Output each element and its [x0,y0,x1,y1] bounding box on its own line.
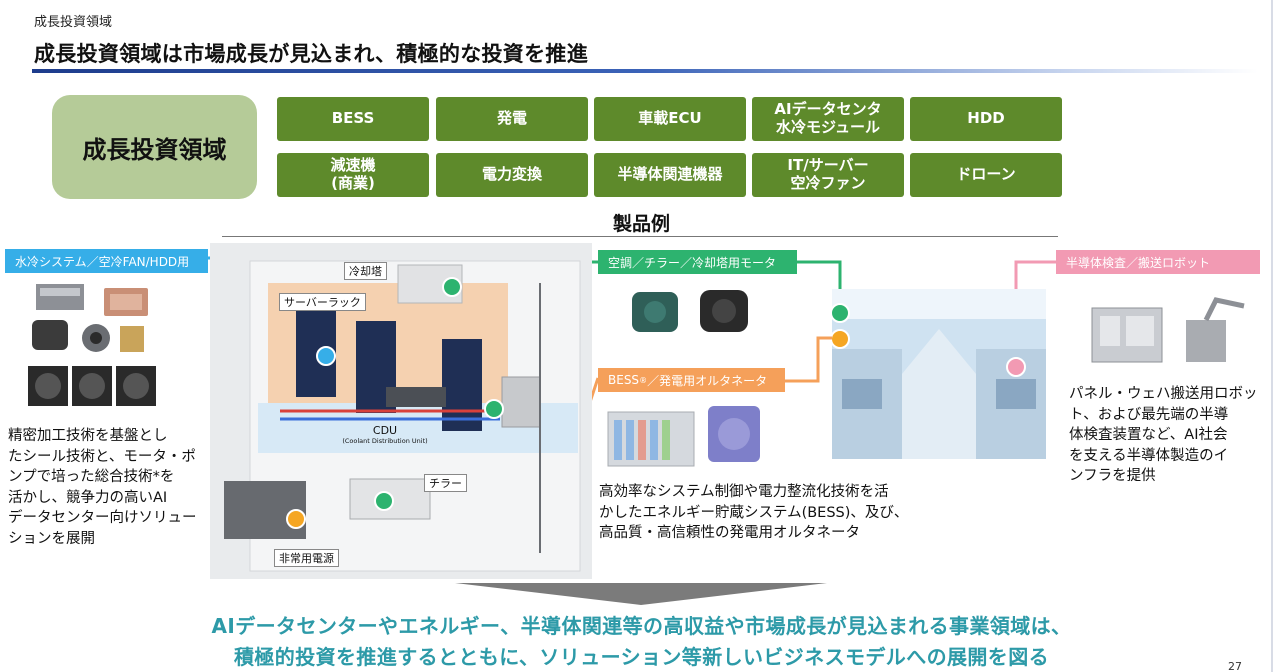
label-chiller: チラー [424,474,467,492]
tag-power-generation: 発電 [436,97,588,141]
category-bess-label: BESS [608,373,640,387]
left-description: 精密加工技術を基盤とし たシール技術と、モータ・ポ ンプで培った総合技術*を 活… [8,428,197,547]
registered-mark: ® [639,375,648,385]
category-water-cooling: 水冷システム／空冷FAN/HDD用 [5,249,208,273]
slide-edge-divider [1271,0,1273,672]
middle-description: 高効率なシステム制御や電力整流化技術を活 かしたエネルギー貯蔵システム(BESS… [599,484,909,542]
category-semiconductor-robot: 半導体検査／搬送ロボット [1056,250,1260,274]
down-arrow-icon [455,583,827,605]
tag-power-conversion: 電力変換 [436,153,588,197]
datacenter-diagram [210,243,592,579]
label-emergency-power: 非常用電源 [274,549,339,567]
bess-photo [607,406,760,467]
motor-photo [632,290,748,332]
tag-drone: ドローン [910,153,1062,197]
category-bess-alternator: BESS®／発電用オルタネータ [598,368,785,392]
label-cdu: CDU [372,424,398,437]
inspection-robot-photo [1091,297,1245,363]
tag-reducer: 減速機 (商業) [277,153,429,197]
breadcrumb: 成長投資領域 [34,15,113,30]
label-cdu-full: (Coolant Distribution Unit) [342,437,428,445]
examples-title: 製品例 [612,213,670,235]
page-number: 27 [1228,660,1242,672]
examples-divider [222,236,1058,237]
cooling-components-photo [28,284,156,406]
tag-ai-datacenter-water-cooling: AIデータセンタ 水冷モジュール [752,97,904,141]
tag-it-server-fan: IT/サーバー 空冷ファン [752,153,904,197]
title-underline [32,69,1258,73]
category-alternator-label: ／発電用オルタネータ [647,373,768,388]
conclusion-line-1: AIデータセンターやエネルギー、半導体関連等の高収益や市場成長が見込まれる事業領… [211,614,1072,638]
category-hvac-motor: 空調／チラー／冷却塔用モータ [598,250,797,274]
right-description: パネル・ウェハ搬送用ロボッ ト、および最先端の半導 体検査装置など、AI社会 を… [1069,386,1258,485]
tag-bess: BESS [277,97,429,141]
tag-automotive-ecu: 車載ECU [594,97,746,141]
tag-semiconductor-equipment: 半導体関連機器 [594,153,746,197]
page-title: 成長投資領域は市場成長が見込まれ、積極的な投資を推進 [34,42,589,66]
label-server-rack: サーバーラック [279,293,366,311]
growth-area-label: 成長投資領域 [52,95,257,199]
label-cooling-tower: 冷却塔 [344,262,387,280]
conclusion-line-2: 積極的投資を推進するとともに、ソリューション等新しいビジネスモデルへの展開を図る [234,645,1049,669]
semiconductor-factory-photo [832,289,1046,459]
tag-hdd: HDD [910,97,1062,141]
